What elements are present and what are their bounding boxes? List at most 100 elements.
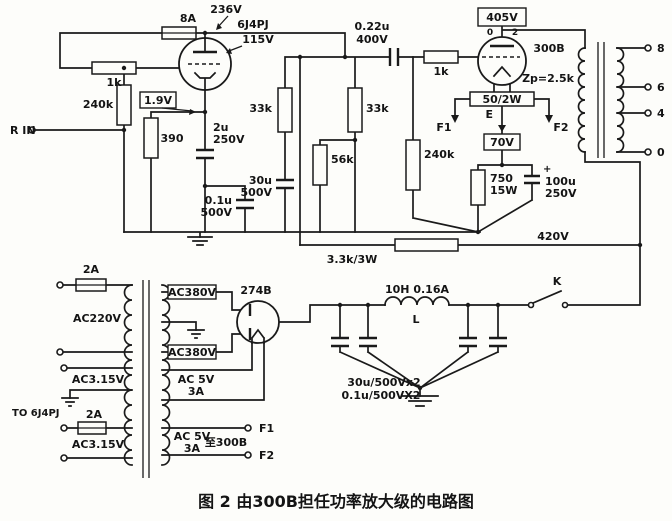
resistor-56k bbox=[312, 144, 328, 186]
capacitors bbox=[196, 48, 540, 348]
label-100u-v: 250V bbox=[545, 187, 577, 200]
label-ac380v-a: AC380V bbox=[168, 286, 217, 299]
terminal-heater-b bbox=[60, 424, 68, 432]
resistor-240k-300b bbox=[405, 139, 421, 191]
label-3k3: 3.3k/3W bbox=[327, 253, 378, 266]
first-stage-wiring bbox=[34, 32, 481, 246]
label-choke: 10H 0.16A bbox=[385, 283, 449, 296]
label-pin-0: 0 bbox=[487, 28, 493, 38]
label-01u: 0.1u bbox=[205, 194, 232, 207]
arrow-f2 bbox=[545, 115, 553, 123]
label-3a-a: 3A bbox=[188, 385, 205, 398]
label-240k-input: 240k bbox=[83, 98, 114, 111]
label-3a-b: 3A bbox=[184, 442, 201, 455]
label-100u: 100u bbox=[545, 175, 576, 188]
resistor-hum-balance bbox=[469, 91, 535, 107]
label-tap-8: 8 bbox=[657, 42, 665, 55]
box-ac380v-b bbox=[167, 344, 217, 360]
label-tap-6: 6 bbox=[657, 81, 665, 94]
label-022u: 0.22u bbox=[355, 20, 390, 33]
label-50-2w: 50/2W bbox=[482, 93, 521, 106]
label-750: 750 bbox=[490, 172, 513, 185]
label-tube-6j4pj: 6J4PJ bbox=[237, 18, 269, 31]
label-300b: 300B bbox=[533, 42, 564, 55]
terminal-tap0 bbox=[644, 148, 652, 156]
output-transformer bbox=[577, 42, 646, 158]
labels: 236V 8A 6J4PJ 115V 0.22u 400V 405V 0 2 3… bbox=[10, 3, 665, 462]
label-15w: 15W bbox=[490, 184, 517, 197]
label-2u: 2u bbox=[213, 121, 229, 134]
switch-k bbox=[527, 289, 569, 309]
label-pin-2: 2 bbox=[512, 28, 518, 38]
resistor-3k3 bbox=[394, 238, 459, 252]
box-ac380v-a bbox=[167, 284, 217, 300]
label-f1-bottom: F1 bbox=[259, 422, 274, 435]
label-01u-x2: 0.1u/500VX2 bbox=[342, 389, 421, 402]
label-f2-top: F2 bbox=[553, 121, 568, 134]
cap-2u bbox=[196, 148, 214, 160]
label-1k-grid: 1k bbox=[434, 65, 450, 78]
label-2a-heater: 2A bbox=[86, 408, 103, 421]
terminal-heater-c bbox=[60, 454, 68, 462]
label-ac315-a: AC3.15V bbox=[72, 373, 125, 386]
label-33k-b: 33k bbox=[366, 102, 389, 115]
label-plus: + bbox=[543, 164, 551, 175]
cap-100u bbox=[524, 174, 540, 185]
label-70v: 70V bbox=[490, 136, 514, 149]
label-tap-0: 0 bbox=[657, 146, 665, 159]
label-240k-300b: 240k bbox=[424, 148, 455, 161]
tube-6j4pj bbox=[178, 37, 232, 91]
label-choke-l: L bbox=[412, 313, 419, 326]
label-f1-top: F1 bbox=[436, 121, 451, 134]
terminal-mains-b bbox=[56, 348, 64, 356]
label-400v: 400V bbox=[356, 33, 388, 46]
filter-caps bbox=[331, 336, 507, 348]
output-stage-wiring bbox=[299, 25, 641, 246]
label-30u: 30u bbox=[249, 174, 272, 187]
resistor-33k-a bbox=[277, 87, 293, 133]
label-1k-input: 1k bbox=[107, 76, 123, 89]
terminal-f2 bbox=[244, 451, 252, 459]
filter-choke bbox=[384, 296, 450, 306]
label-ac220v: AC220V bbox=[73, 312, 122, 325]
label-tap-4: 4 bbox=[657, 107, 665, 120]
terminal-mains-a bbox=[56, 281, 64, 289]
label-ac5v-a: AC 5V bbox=[178, 373, 215, 386]
resistor-750 bbox=[470, 169, 486, 206]
figure-caption: 图 2 由300B担任功率放大级的电路图 bbox=[198, 492, 474, 511]
power-transformer bbox=[123, 280, 171, 478]
label-to-6j4pj: TO 6J4PJ bbox=[12, 408, 60, 419]
label-f2-bottom: F2 bbox=[259, 449, 274, 462]
terminal-tap6 bbox=[644, 83, 652, 91]
box-70v bbox=[483, 133, 521, 151]
label-405v: 405V bbox=[486, 11, 518, 24]
cap-0_22u bbox=[388, 48, 400, 66]
label-k: K bbox=[553, 275, 562, 288]
label-to-300b: 至300B bbox=[205, 436, 247, 449]
terminal-heater-a bbox=[60, 364, 68, 372]
resistor-390 bbox=[143, 117, 159, 159]
label-ac5v-b: AC 5V bbox=[174, 430, 211, 443]
arrow-f1 bbox=[451, 115, 459, 123]
cap-0_1u bbox=[236, 198, 254, 210]
terminal-input bbox=[28, 126, 36, 134]
label-1v9: 1.9V bbox=[144, 94, 172, 107]
pointer-arrows bbox=[161, 15, 553, 132]
tube-274b bbox=[236, 300, 280, 344]
label-30u-x2: 30u/500Vx2 bbox=[347, 376, 420, 389]
value-boxes bbox=[139, 7, 527, 360]
label-2u-v: 250V bbox=[213, 133, 245, 146]
fuses bbox=[75, 26, 197, 435]
box-1v9 bbox=[139, 91, 177, 109]
tube-300b bbox=[477, 36, 527, 86]
label-30u-v: 500V bbox=[241, 186, 273, 199]
label-115v: 115V bbox=[242, 33, 274, 46]
terminal-tap8 bbox=[644, 44, 652, 52]
label-390: 390 bbox=[161, 132, 184, 145]
label-fuse-8a: 8A bbox=[180, 12, 197, 25]
label-e: E bbox=[485, 108, 493, 121]
box-405v bbox=[477, 7, 527, 27]
resistor-1k-input bbox=[91, 61, 137, 75]
